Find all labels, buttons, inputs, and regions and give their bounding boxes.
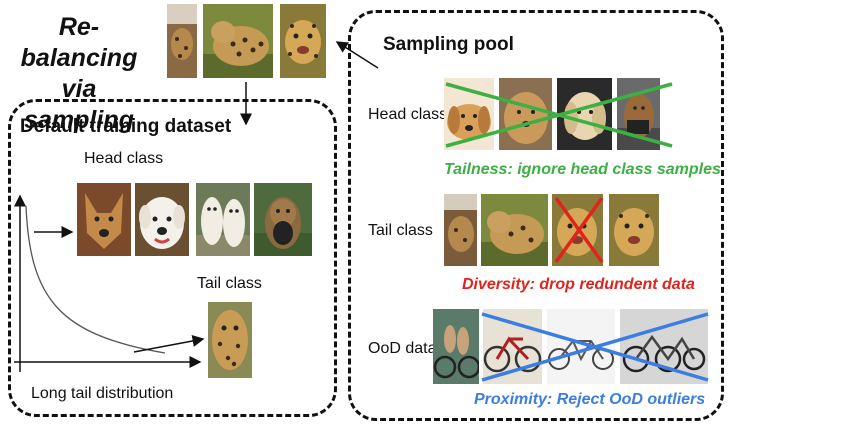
bicycle-photo-icon bbox=[433, 309, 479, 384]
leopard-photo-icon bbox=[609, 194, 659, 266]
dog-photo-icon bbox=[617, 78, 660, 150]
long-tail-distribution-label: Long tail distribution bbox=[31, 385, 174, 402]
dog-photo-icon bbox=[196, 183, 250, 256]
leopard-photo-icon bbox=[552, 194, 603, 266]
dog-photo-icon bbox=[77, 183, 131, 256]
default-dataset-panel bbox=[8, 99, 337, 417]
dog-photo-icon bbox=[254, 183, 312, 256]
bicycle-photo-icon bbox=[620, 309, 708, 384]
leopard-photo-icon bbox=[203, 4, 273, 78]
pool-head-class-label: Head class bbox=[368, 106, 448, 123]
pool-ood-data-label: OoD data bbox=[368, 340, 437, 357]
leopard-photo-icon bbox=[481, 194, 548, 266]
proximity-caption: Proximity: Reject OoD outliers bbox=[474, 391, 706, 408]
default-dataset-title: Default training dataset bbox=[20, 116, 232, 137]
leopard-photo-icon bbox=[208, 302, 252, 378]
leopard-photo-icon bbox=[167, 4, 197, 78]
sampling-pool-panel bbox=[348, 10, 724, 421]
leopard-photo-icon bbox=[280, 4, 326, 78]
head-class-label: Head class bbox=[84, 150, 164, 167]
bicycle-photo-icon bbox=[547, 309, 615, 384]
bicycle-photo-icon bbox=[483, 309, 542, 384]
dog-photo-icon bbox=[557, 78, 612, 150]
dog-photo-icon bbox=[499, 78, 552, 150]
sampling-pool-title: Sampling pool bbox=[383, 34, 514, 55]
diversity-caption: Diversity: drop redundent data bbox=[462, 276, 695, 293]
leopard-photo-icon bbox=[444, 194, 477, 266]
tailness-caption: Tailness: ignore head class samples bbox=[444, 161, 721, 178]
tail-class-label: Tail class bbox=[197, 275, 262, 292]
page-title: Re-balancing via sampling bbox=[20, 13, 138, 134]
pool-tail-class-label: Tail class bbox=[368, 222, 433, 239]
dog-photo-icon bbox=[135, 183, 189, 256]
dog-photo-icon bbox=[444, 78, 494, 150]
